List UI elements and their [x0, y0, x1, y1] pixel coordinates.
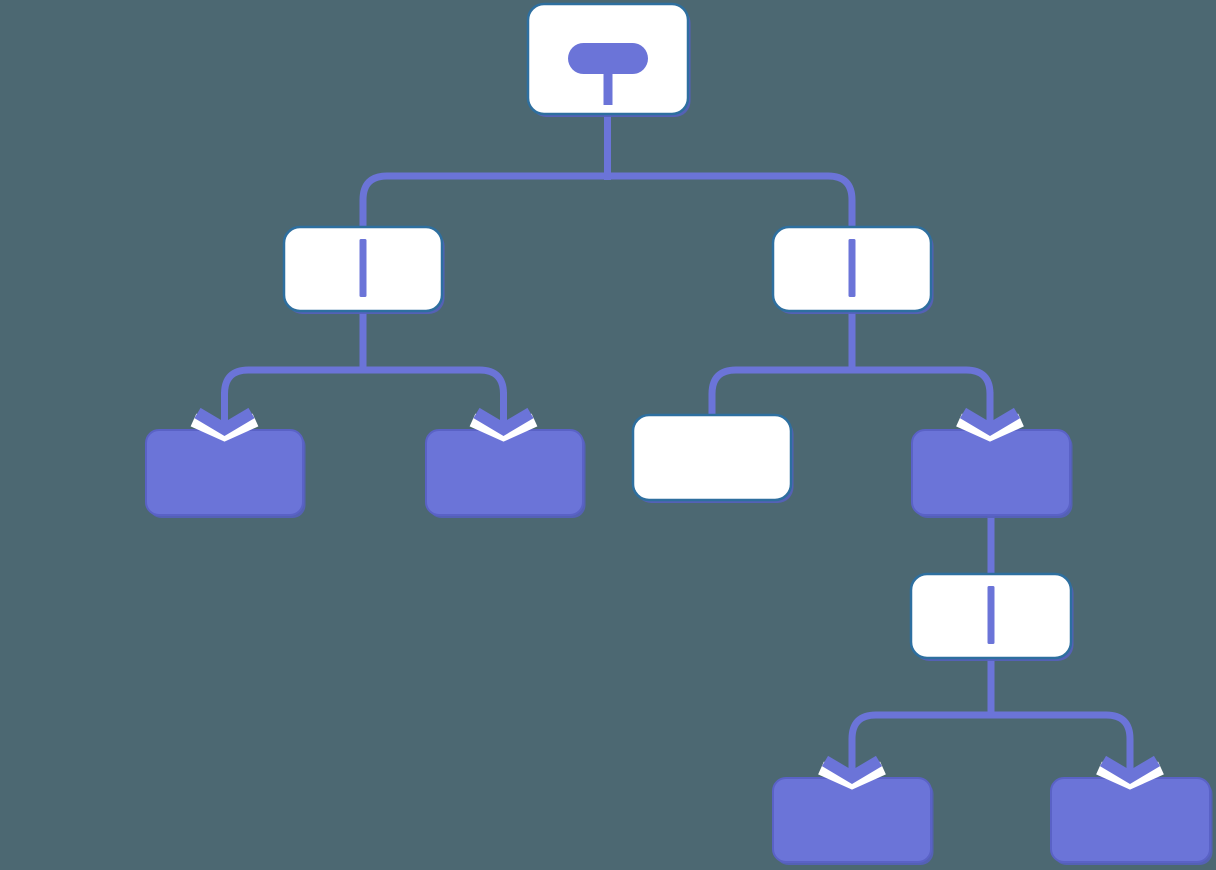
connector-branchleft-to-leaves: [221, 311, 507, 396]
arrow-marker-leaf-g-purple-chevron-icon: [1099, 755, 1161, 784]
leaf-node-b[interactable]: [425, 429, 584, 516]
leaf-node-g[interactable]: [1050, 777, 1211, 863]
branch-node-right-vbar-glyph: [848, 239, 856, 297]
leaf-node-f[interactable]: [772, 777, 932, 863]
arrow-marker-leaf-f-purple-chevron-icon: [821, 755, 883, 784]
root-node-pill-glyph: [568, 43, 648, 74]
plain-child-node[interactable]: [631, 413, 793, 502]
connector-root-to-branches: [359, 114, 856, 227]
arrow-marker-leaf-a-purple-chevron-icon: [194, 407, 255, 436]
root-node-pill-stem: [603, 73, 613, 105]
arrow-marker-leaf-d-purple-chevron-icon: [959, 407, 1021, 436]
connector-branchright-to-children: [708, 311, 994, 416]
branch-node-left-vbar-glyph: [359, 239, 367, 297]
arrow-marker-leaf-b-purple-chevron-icon: [473, 407, 534, 436]
leaf-node-d[interactable]: [911, 429, 1071, 516]
leaf-node-a[interactable]: [145, 429, 304, 516]
branch-node-bottom-vbar-glyph: [987, 586, 995, 644]
connector-branchbottom-to-leaves: [848, 656, 1134, 741]
